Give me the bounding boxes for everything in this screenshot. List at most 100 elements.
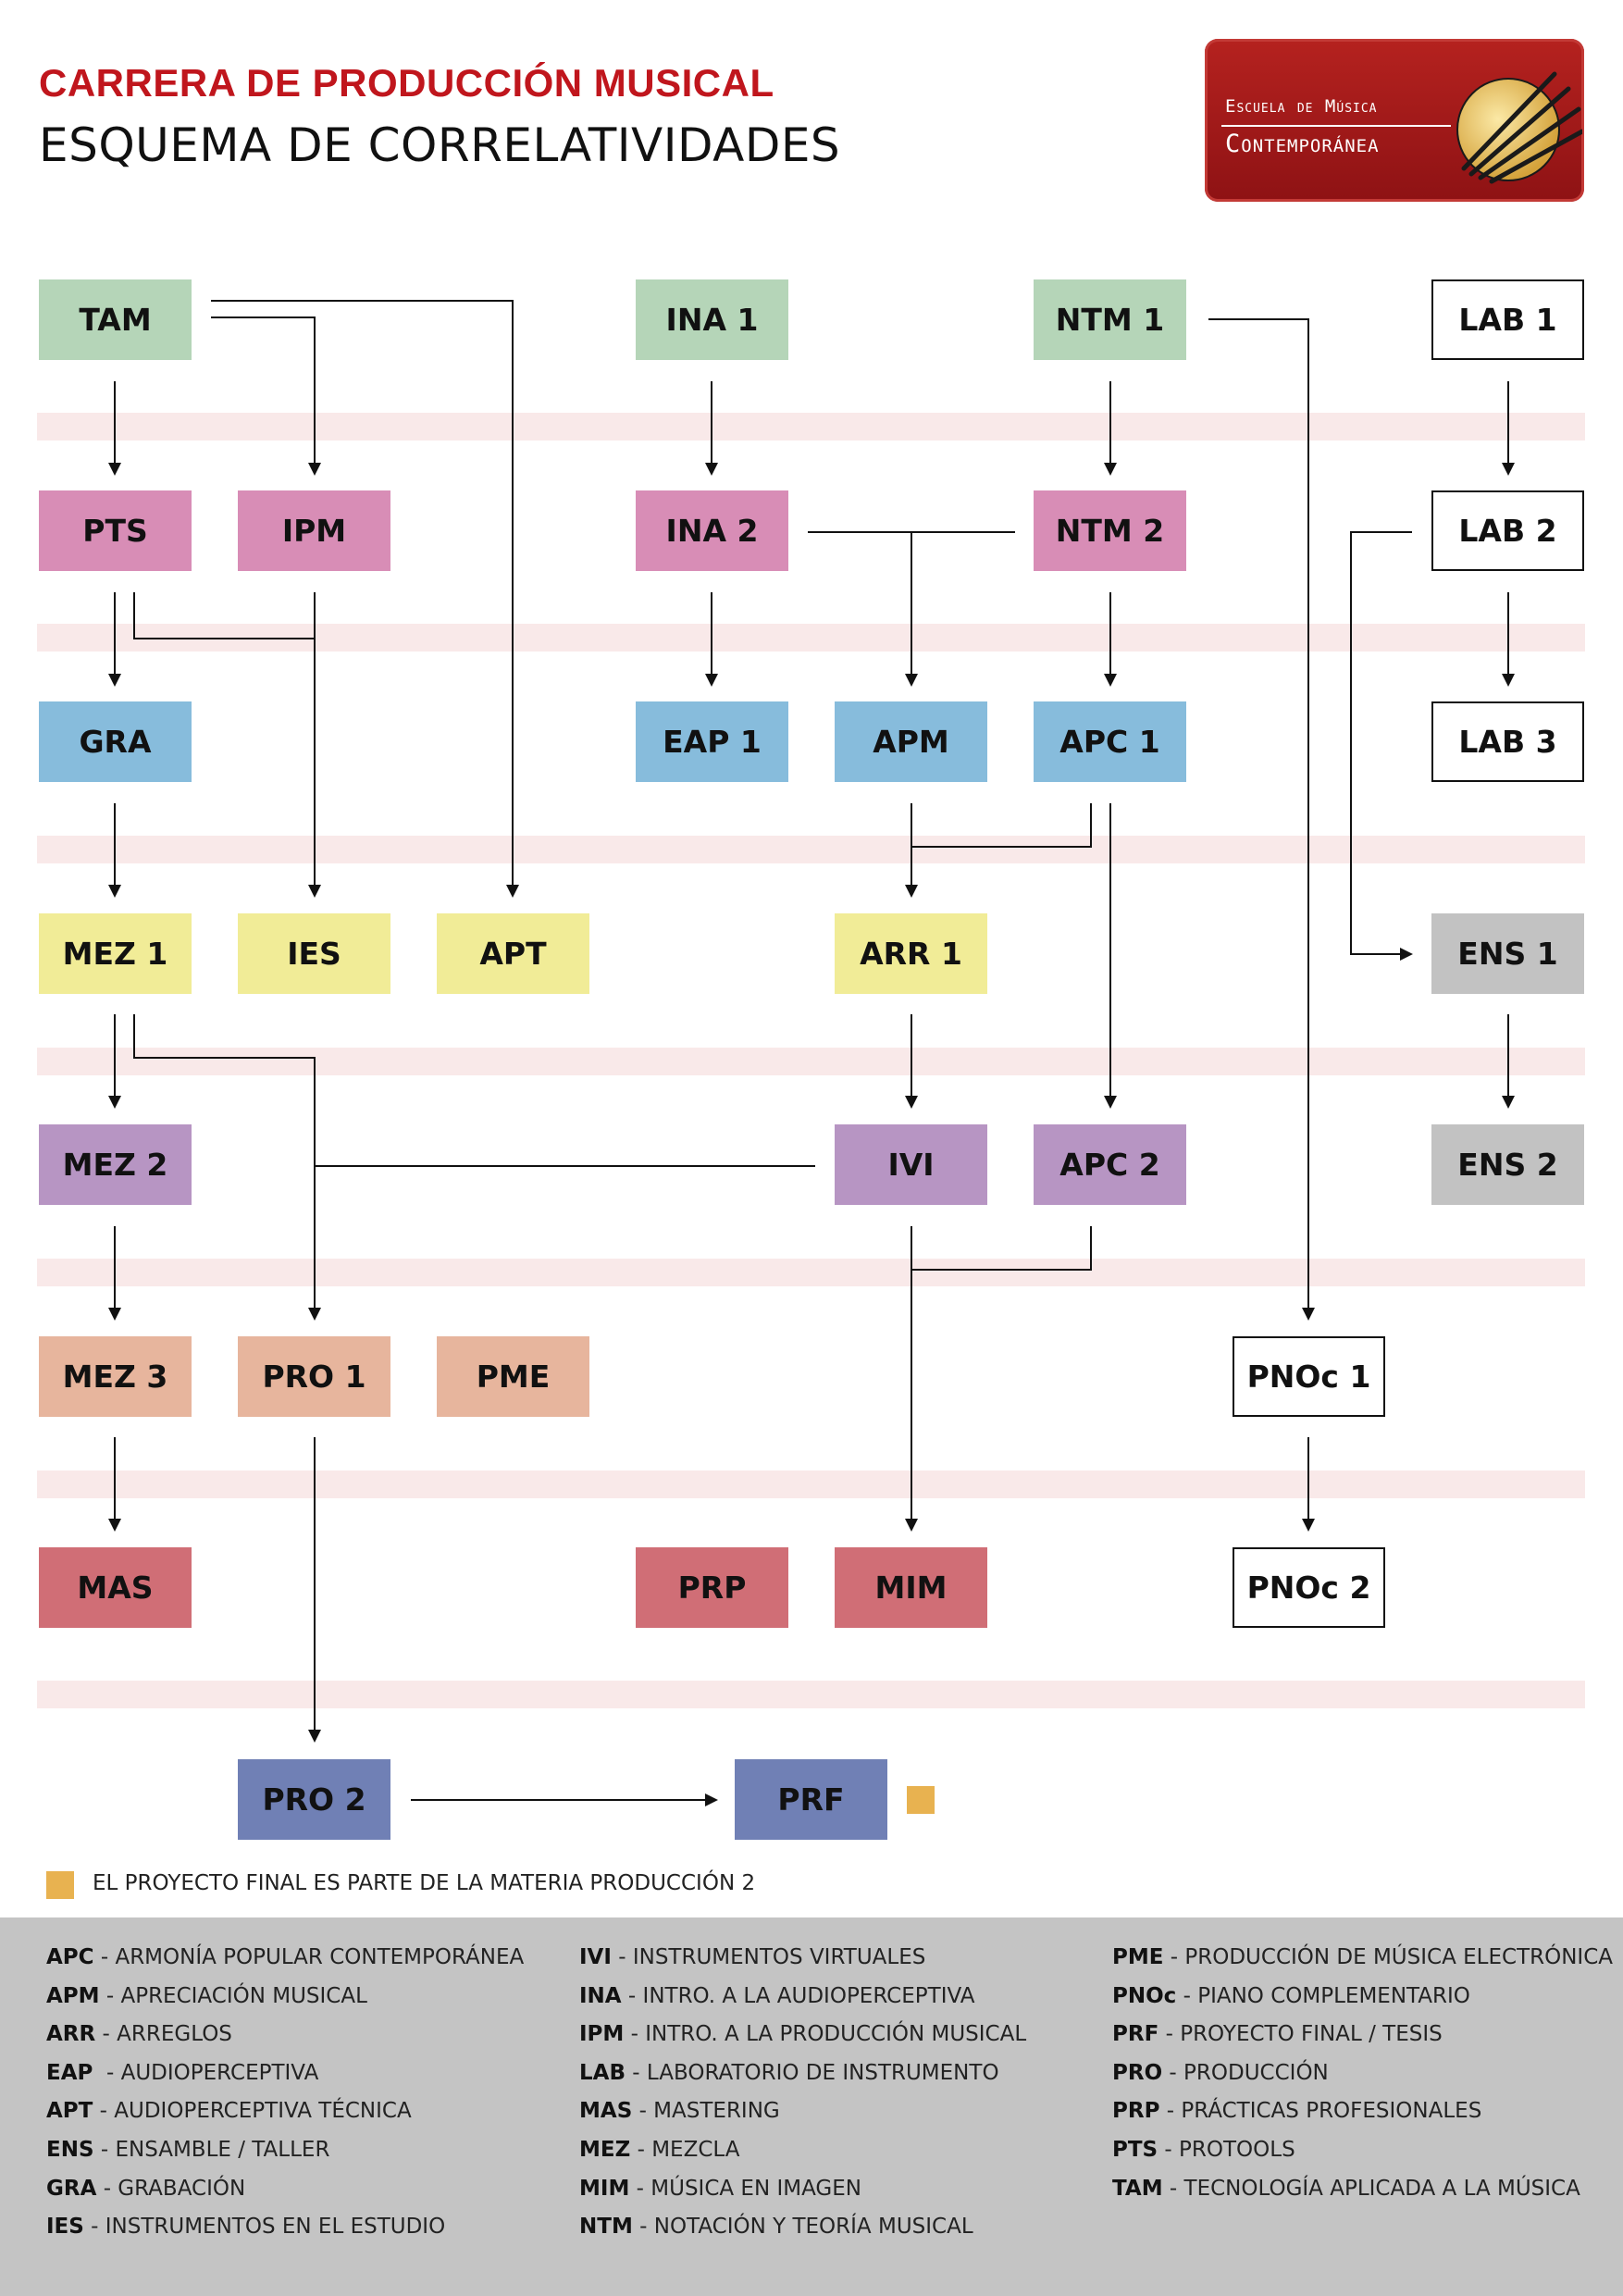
legend-desc: - INSTRUMENTOS EN EL ESTUDIO — [83, 2215, 446, 2240]
legend-abbr: MAS — [579, 2099, 633, 2124]
legend-desc: - NOTACIÓN Y TEORÍA MUSICAL — [632, 2215, 973, 2240]
subject-box-ivi: IVI — [835, 1124, 987, 1205]
legend-abbr: ARR — [46, 2022, 96, 2047]
legend-abbr: PTS — [1112, 2137, 1158, 2162]
legend-abbr: EAP — [46, 2060, 93, 2085]
legend-desc: - AUDIOPERCEPTIVA — [93, 2060, 319, 2085]
year-separator-band — [37, 1681, 1585, 1708]
legend-desc: - PRODUCCIÓN — [1162, 2060, 1329, 2085]
legend-desc: - MEZCLA — [630, 2137, 740, 2162]
subject-box-eap1: EAP 1 — [636, 701, 788, 782]
legend-item: PRP - PRÁCTICAS PROFESIONALES — [1112, 2099, 1613, 2138]
subject-box-apm: APM — [835, 701, 987, 782]
legend-item: IPM - INTRO. A LA PRODUCCIÓN MUSICAL — [579, 2022, 1026, 2061]
legend-item: APT - AUDIOPERCEPTIVA TÉCNICA — [46, 2099, 524, 2138]
legend-desc: - INTRO. A LA PRODUCCIÓN MUSICAL — [624, 2022, 1027, 2047]
legend-abbr: LAB — [579, 2060, 626, 2085]
legend-desc: - LABORATORIO DE INSTRUMENTO — [626, 2060, 999, 2085]
subject-box-prp: PRP — [636, 1547, 788, 1628]
subject-box-mez3: MEZ 3 — [39, 1336, 192, 1417]
subject-box-apc2: APC 2 — [1034, 1124, 1186, 1205]
legend-desc: - PROYECTO FINAL / TESIS — [1158, 2022, 1443, 2047]
legend-desc: - ARREGLOS — [95, 2022, 232, 2047]
subject-box-mez1: MEZ 1 — [39, 913, 192, 994]
legend-item: ARR - ARREGLOS — [46, 2022, 524, 2061]
year-separator-band — [37, 836, 1585, 863]
legend-desc: - PRÁCTICAS PROFESIONALES — [1159, 2099, 1482, 2124]
legend-desc: - INTRO. A LA AUDIOPERCEPTIVA — [621, 1983, 975, 2008]
logo-line-1: Escuela de Música — [1225, 96, 1378, 117]
legend-item: IES - INSTRUMENTOS EN EL ESTUDIO — [46, 2215, 524, 2253]
legend-desc: - ARMONÍA POPULAR CONTEMPORÁNEA — [93, 1945, 525, 1969]
subject-box-lab1: LAB 1 — [1431, 279, 1584, 360]
subject-box-ens1: ENS 1 — [1431, 913, 1584, 994]
subject-box-ipm: IPM — [238, 490, 390, 571]
legend-desc: - GRABACIÓN — [96, 2176, 246, 2201]
subject-box-prf: PRF — [735, 1759, 887, 1840]
final-project-marker — [907, 1786, 935, 1814]
legend-abbr: INA — [579, 1983, 622, 2008]
year-separator-band — [37, 1048, 1585, 1075]
legend-abbr: PNOc — [1112, 1983, 1177, 2008]
legend-item: PTS - PROTOOLS — [1112, 2138, 1613, 2177]
legend-desc: - APRECIACIÓN MUSICAL — [99, 1983, 367, 2008]
legend-item: MEZ - MEZCLA — [579, 2138, 1026, 2177]
logo-line-2: Contemporánea — [1225, 130, 1380, 158]
logo-rule — [1221, 125, 1451, 127]
legend-abbr: TAM — [1112, 2176, 1163, 2201]
legend-column-2: IVI - INSTRUMENTOS VIRTUALES INA - INTRO… — [579, 1945, 1026, 2253]
legend-abbr: MIM — [579, 2176, 630, 2201]
legend-item: TAM - TECNOLOGÍA APLICADA A LA MÚSICA — [1112, 2177, 1613, 2215]
legend-abbr: PME — [1112, 1945, 1164, 1969]
legend-item: ENS - ENSAMBLE / TALLER — [46, 2138, 524, 2177]
legend-desc: - INSTRUMENTOS VIRTUALES — [611, 1945, 926, 1969]
legend-column-3: PME - PRODUCCIÓN DE MÚSICA ELECTRÓNICA P… — [1112, 1945, 1613, 2215]
legend-abbr: ENS — [46, 2137, 94, 2162]
subject-box-apt: APT — [437, 913, 589, 994]
legend-item: APM - APRECIACIÓN MUSICAL — [46, 1984, 524, 2023]
subject-box-pro2: PRO 2 — [238, 1759, 390, 1840]
legend-abbr: IVI — [579, 1945, 612, 1969]
legend-item: PRO - PRODUCCIÓN — [1112, 2061, 1613, 2100]
legend-abbr: PRF — [1112, 2022, 1159, 2047]
legend-abbr: APC — [46, 1945, 94, 1969]
guitar-strings-icon — [1456, 71, 1582, 184]
legend-item: MIM - MÚSICA EN IMAGEN — [579, 2177, 1026, 2215]
subject-box-lab2: LAB 2 — [1431, 490, 1584, 571]
school-logo: Escuela de Música Contemporánea — [1205, 39, 1584, 202]
subject-box-ens2: ENS 2 — [1431, 1124, 1584, 1205]
legend-abbr: APM — [46, 1983, 100, 2008]
subject-box-ina2: INA 2 — [636, 490, 788, 571]
subject-box-pts: PTS — [39, 490, 192, 571]
final-project-note: EL PROYECTO FINAL ES PARTE DE LA MATERIA… — [93, 1871, 756, 1895]
legend-item: PME - PRODUCCIÓN DE MÚSICA ELECTRÓNICA — [1112, 1945, 1613, 1984]
year-separator-band — [37, 1471, 1585, 1498]
page-subtitle: ESQUEMA DE CORRELATIVIDADES — [39, 118, 841, 172]
subject-box-gra: GRA — [39, 701, 192, 782]
legend-desc: - PRODUCCIÓN DE MÚSICA ELECTRÓNICA — [1163, 1945, 1613, 1969]
subject-box-mas: MAS — [39, 1547, 192, 1628]
subject-box-pro1: PRO 1 — [238, 1336, 390, 1417]
page-title: CARRERA DE PRODUCCIÓN MUSICAL — [39, 61, 774, 105]
legend-desc: - ENSAMBLE / TALLER — [93, 2137, 330, 2162]
abbreviation-legend: APC - ARMONÍA POPULAR CONTEMPORÁNEA APM … — [0, 1917, 1623, 2296]
subject-box-ies: IES — [238, 913, 390, 994]
legend-column-1: APC - ARMONÍA POPULAR CONTEMPORÁNEA APM … — [46, 1945, 524, 2253]
legend-item: PNOc - PIANO COMPLEMENTARIO — [1112, 1984, 1613, 2023]
legend-abbr: GRA — [46, 2176, 97, 2201]
subject-box-pme: PME — [437, 1336, 589, 1417]
legend-abbr: APT — [46, 2099, 93, 2124]
subject-box-ntm1: NTM 1 — [1034, 279, 1186, 360]
legend-abbr: IPM — [579, 2022, 625, 2047]
legend-abbr: PRP — [1112, 2099, 1160, 2124]
subject-box-pnoc1: PNOc 1 — [1233, 1336, 1385, 1417]
legend-item: INA - INTRO. A LA AUDIOPERCEPTIVA — [579, 1984, 1026, 2023]
subject-box-ntm2: NTM 2 — [1034, 490, 1186, 571]
legend-desc: - MASTERING — [632, 2099, 780, 2124]
legend-item: APC - ARMONÍA POPULAR CONTEMPORÁNEA — [46, 1945, 524, 1984]
legend-item: LAB - LABORATORIO DE INSTRUMENTO — [579, 2061, 1026, 2100]
legend-desc: - TECNOLOGÍA APLICADA A LA MÚSICA — [1162, 2176, 1580, 2201]
legend-abbr: PRO — [1112, 2060, 1163, 2085]
legend-desc: - PROTOOLS — [1158, 2137, 1295, 2162]
